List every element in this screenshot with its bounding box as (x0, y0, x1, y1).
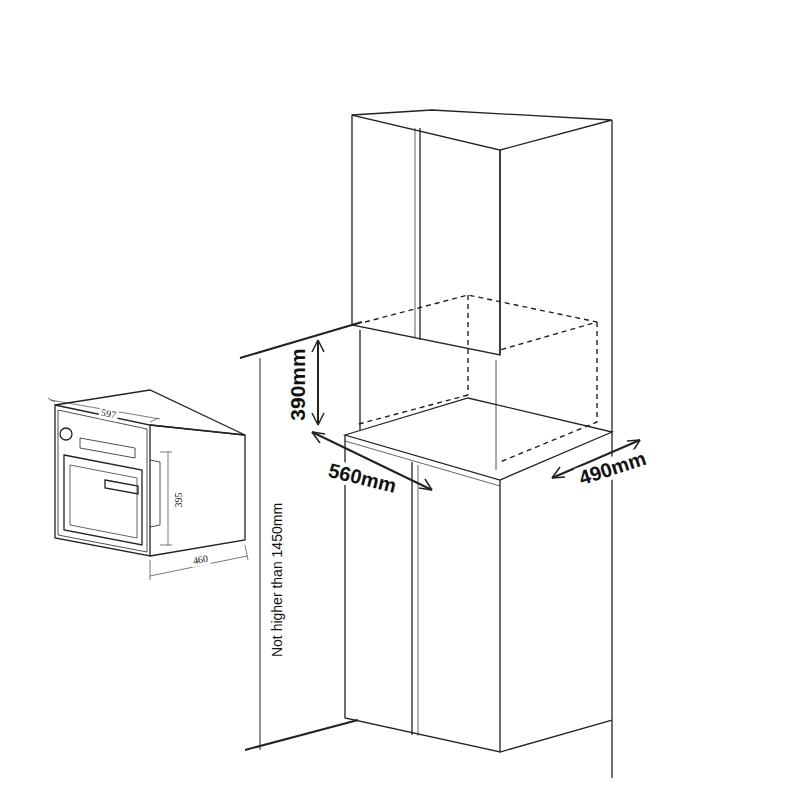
oven-drawing (48, 390, 248, 580)
dimension-label: 560mm (324, 459, 400, 498)
cabinet-drawing (240, 110, 640, 778)
height-note: Not higher than 1450mm (269, 501, 285, 659)
dimension-label: 395 (172, 491, 184, 510)
dimension-label: 390mm (285, 346, 308, 422)
dimension-label: 460 (190, 552, 211, 567)
